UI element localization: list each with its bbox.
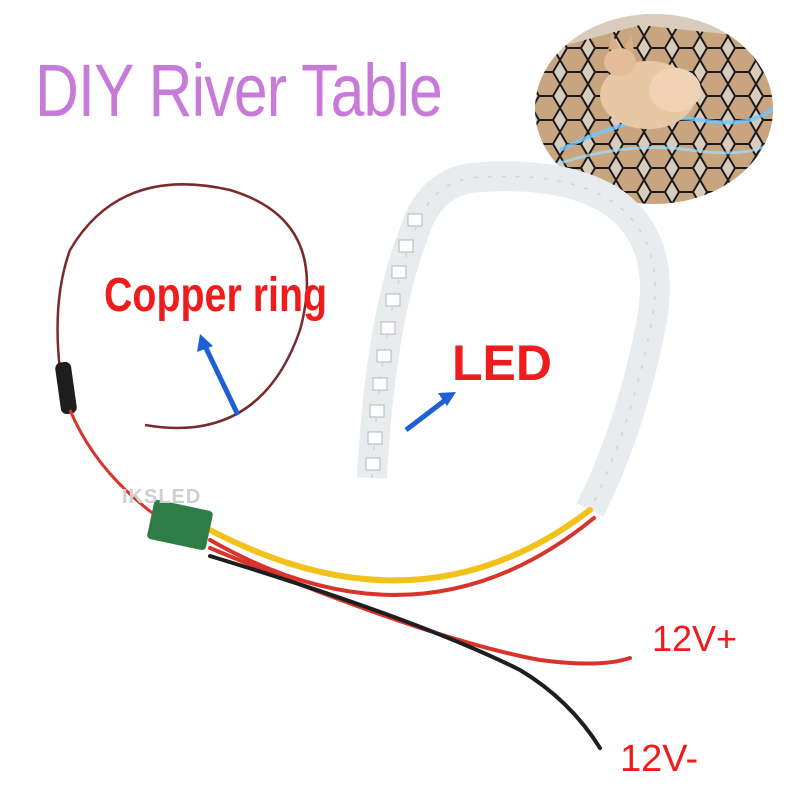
controller-board [147,499,213,551]
brand-watermark: IKSLED [122,486,202,508]
led-strip [357,161,670,517]
inset-photo [535,14,773,204]
copper-ring-label: Copper ring [104,269,328,322]
copper-ring-wire [56,183,309,430]
wiring [207,507,632,750]
up-arrow-icon [197,334,241,417]
heat-shrink [55,361,77,415]
page-title: DIY River Table [35,49,443,132]
led-label: LED [452,335,552,391]
voltage-negative-label: 12V- [620,738,699,780]
right-arrow-icon [404,392,456,432]
voltage-positive-label: 12V+ [652,618,738,659]
